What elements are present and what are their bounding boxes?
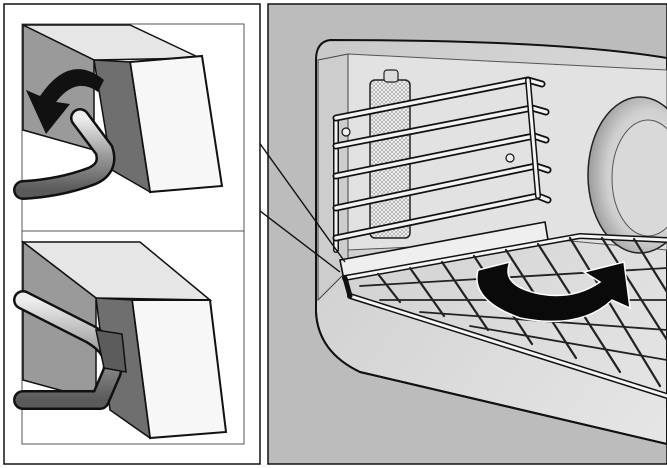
rotate-arrow-icon (26, 69, 104, 134)
rail-screw (505, 153, 515, 163)
rail-screw (341, 127, 351, 137)
hook-clip (95, 329, 127, 373)
grease-filter (369, 69, 411, 239)
shelf-support-rails (332, 76, 552, 253)
oven-interior-panel (267, 3, 667, 465)
detail-bottom-panel (13, 230, 244, 443)
detail-top-panel (13, 23, 243, 229)
insert-arrow-icon (476, 260, 631, 323)
